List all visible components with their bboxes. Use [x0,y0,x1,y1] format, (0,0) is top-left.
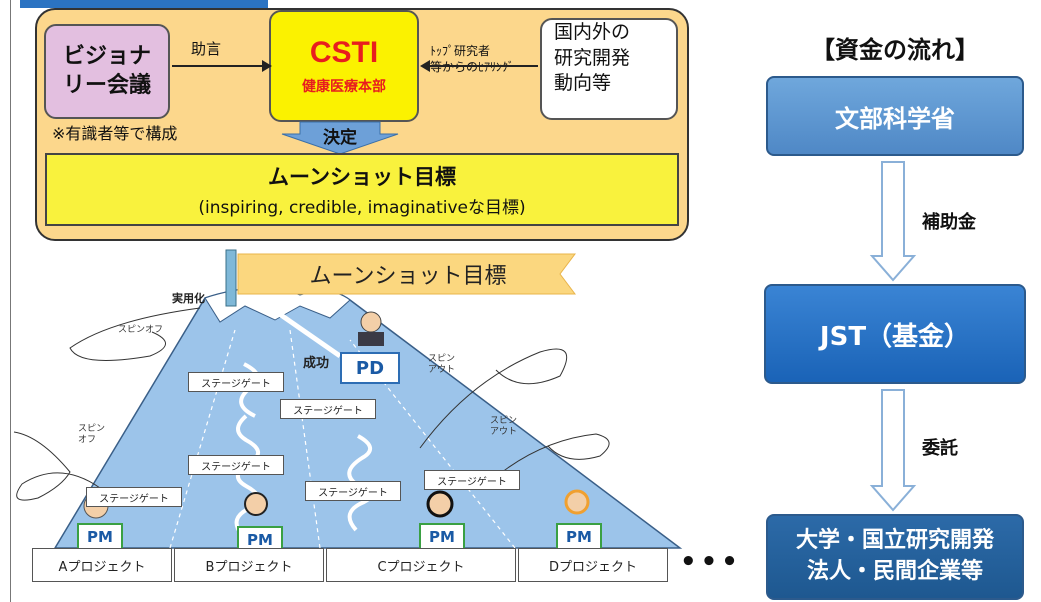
header-tab [20,0,268,8]
universities-box: 大学・国立研究開発 法人・民間企業等 [766,514,1024,600]
hearing-line2: 等からのﾋｱﾘﾝｸﾞ [430,60,515,75]
spinout-curve [419,348,568,449]
stage-gate-label: ステージゲート [280,399,376,419]
pm-person-icon [564,489,590,515]
success-label: 成功 [303,356,330,371]
advice-label: 助言 [191,40,222,58]
consignment-label: 委託 [922,438,958,459]
consignment-arrow-shape [869,389,917,512]
project-c-label: Cプロジェクト [326,548,516,582]
trend-line3: 動向等 [554,72,612,95]
spin-off-note-line2: オフ [78,434,97,445]
advice-arrowhead [262,60,272,72]
vision-note: ※有識者等で構成 [52,124,178,143]
success-arrowhead [258,298,280,316]
stage-gate-label: ステージゲート [188,455,284,475]
goal-title: ムーンショット目標 [268,165,456,189]
top-arrows [172,60,538,155]
univ-line1: 大学・国立研究開発 [795,528,994,554]
subsidy-arrow [869,161,917,282]
spin-out-note: スピン アウト [490,416,517,438]
decision-arrow [281,121,399,155]
research-trends-box: 国内外の 研究開発 動向等 [540,18,678,120]
csti-title: CSTI [309,36,379,69]
success-arrow [266,303,342,359]
practical-use-label: 実用化 [172,292,205,305]
pd-person-icon [360,311,382,333]
spin-off-note: スピンオフ [118,325,164,335]
consignment-arrow [869,389,917,512]
moonshot-flag-text: ムーンショット目標 [309,264,507,289]
pm-badge: PM [419,523,465,551]
pm-person-icon [244,492,268,516]
project-b-label: Bプロジェクト [174,548,324,582]
spinoff-curve [69,307,201,361]
trend-line2: 研究開発 [554,46,631,69]
spinoff-curve [13,431,101,501]
lane-divider [169,329,236,549]
spin-off-note-line1: スピン [78,424,106,434]
trend-line1: 国内外の [554,21,631,43]
spin-out-note-line2: アウト [428,364,456,375]
vision-line1: ビジョナ [62,43,151,69]
hearing-line1: ﾄｯﾌﾟ研究者 [430,44,491,58]
spin-out-note: スピン アウト [428,354,455,376]
pm-badge: PM [556,523,602,551]
flag-banner [237,253,576,295]
spin-out-note-line1: スピン [490,416,518,426]
visionary-council-box: ビジョナ リー会議 [44,24,170,119]
project-d-label: Dプロジェクト [518,548,668,582]
project-a-label: Aプロジェクト [32,548,172,582]
pd-badge: PD [340,352,400,384]
more-projects-ellipsis: ••• [680,547,742,577]
stage-gate-label: ステージゲート [424,470,520,490]
subsidy-label: 補助金 [922,212,976,233]
stage-gate-label: ステージゲート [188,372,284,392]
moonshot-goal-box: ムーンショット目標 (inspiring, credible, imaginat… [45,153,679,226]
spin-out-note-line2: アウト [490,426,518,437]
left-rule [10,0,11,602]
decision-label: 決定 [323,128,357,148]
jst-box: JST（基金） [764,284,1026,384]
stage-gate-label: ステージゲート [86,487,182,507]
subsidy-arrow-shape [869,161,917,282]
pm-person-icon [426,490,454,518]
spin-out-note-line1: スピン [428,354,456,364]
hearing-label: ﾄｯﾌﾟ研究者 等からのﾋｱﾘﾝｸﾞ [430,43,514,75]
stage-gate-label: ステージゲート [305,481,401,501]
pm-badge: PM [77,523,123,551]
vision-line2: リー会議 [62,72,151,98]
csti-subtitle: 健康医療本部 [302,79,386,95]
pd-person-body [358,332,384,346]
spinout-curve [491,433,610,481]
mext-box: 文部科学省 [766,76,1024,156]
goal-subtitle: (inspiring, credible, imaginativeな目標) [198,198,526,218]
spin-off-note-vertical: スピン オフ [78,424,105,446]
flag-pole [225,249,237,307]
hearing-arrowhead [420,60,430,72]
funds-flow-title: 【資金の流れ】 [811,36,979,64]
univ-line2: 法人・民間企業等 [806,559,983,584]
